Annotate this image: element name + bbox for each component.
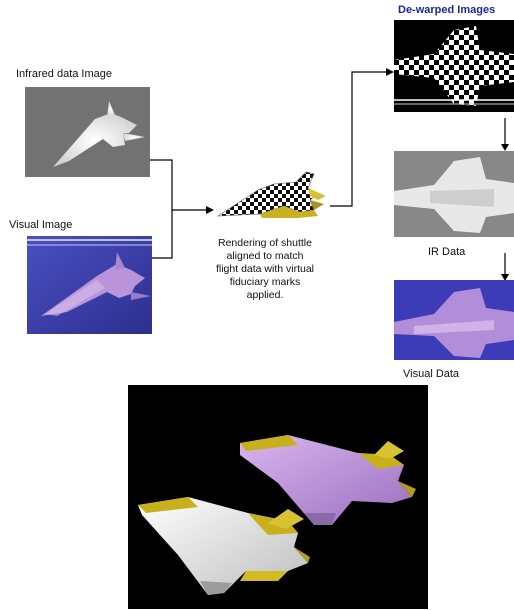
rendered-shuttle <box>214 166 330 222</box>
visual-label: Visual Image <box>9 219 73 231</box>
dewarped-checker-image <box>394 20 514 112</box>
caption-line: flight data with virtual <box>215 263 315 275</box>
dewarped-visual-image <box>394 280 514 360</box>
infrared-label: Infrared data Image <box>16 68 113 80</box>
caption-line: Rendering of shuttle <box>218 237 312 249</box>
dewarped-title: De-warped Images <box>398 4 496 16</box>
rendering-caption: Rendering of shuttle aligned to match fl… <box>197 237 333 302</box>
dewarped-ir-image <box>394 151 514 237</box>
ir-data-label: IR Data <box>428 246 466 258</box>
visual-image <box>27 236 152 334</box>
infrared-image <box>25 87 150 177</box>
caption-line: fiduciary marks <box>229 276 301 288</box>
caption-line: aligned to match <box>226 250 304 262</box>
3d-shuttle-render <box>128 385 428 609</box>
visual-data-label: Visual Data <box>403 368 460 380</box>
caption-line: applied. <box>246 289 284 301</box>
